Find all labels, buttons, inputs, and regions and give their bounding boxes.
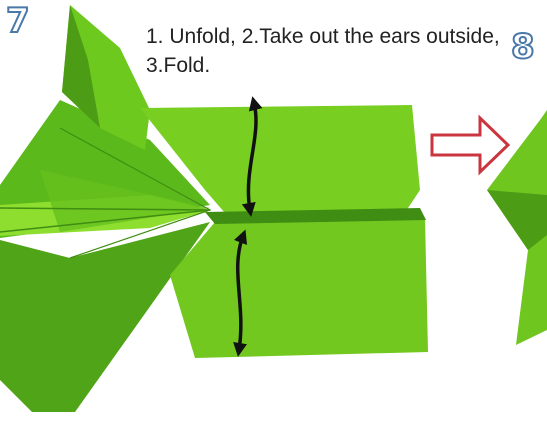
right-arrow-outline-icon [430, 114, 511, 176]
paper-lower-panel [170, 218, 428, 358]
step-number-next: 8 [510, 27, 536, 67]
double-headed-arrow-icon-lower [233, 229, 248, 357]
paper-lower-left-flap [0, 222, 210, 412]
paper-left-fold-shadow [40, 170, 210, 232]
paper-next-step-shade [487, 190, 547, 250]
paper-upper-spike [62, 5, 150, 150]
instruction-text: 1. Unfold, 2.Take out the ears outside, … [146, 25, 500, 77]
paper-crease-lines-2 [59, 127, 212, 259]
step-number-current: 7 [5, 1, 31, 41]
double-headed-arrow-icon [241, 96, 263, 217]
paper-upper-panel [140, 105, 420, 220]
paper-spike-shade [62, 5, 100, 128]
